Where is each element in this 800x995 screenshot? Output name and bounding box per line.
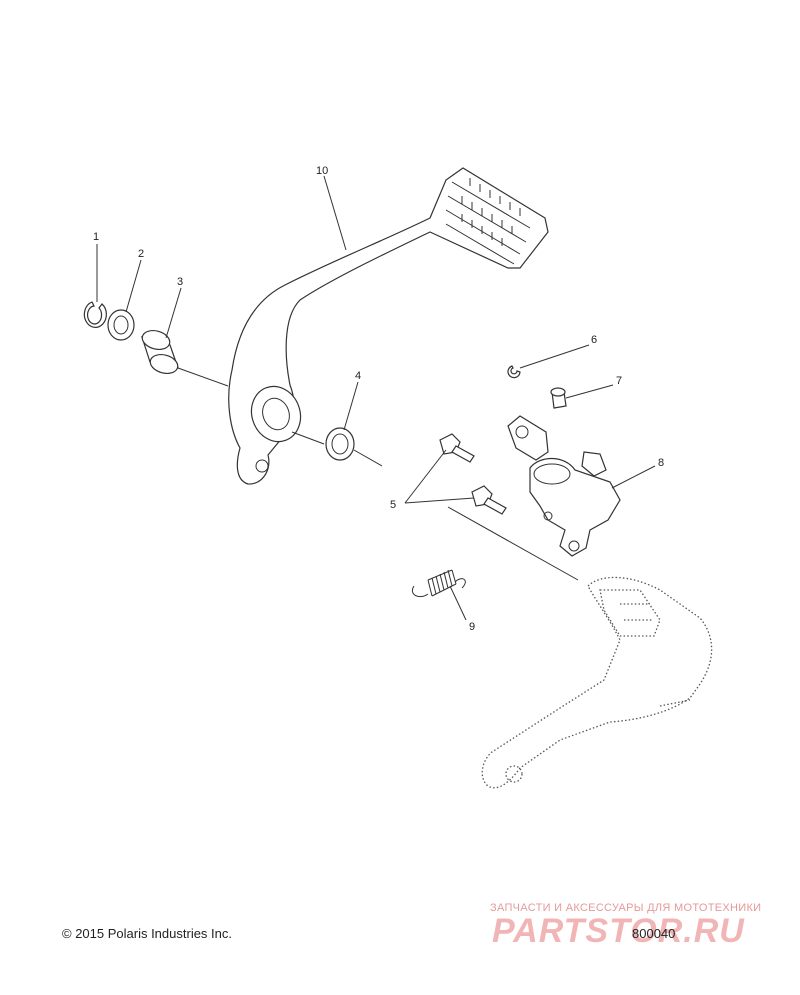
copyright-notice: © 2015 Polaris Industries Inc.: [62, 926, 232, 941]
frame-bracket-reference: [481, 576, 713, 789]
callout-3: 3: [177, 276, 183, 288]
part-7-pin: [550, 387, 567, 409]
drawing-number: 800040: [632, 926, 676, 941]
part-10-brake-pedal: [228, 167, 549, 485]
part-5-bolt-lower: [471, 485, 507, 515]
callout-4: 4: [355, 370, 361, 382]
callout-8: 8: [658, 457, 664, 469]
part-3-bushing: [141, 329, 229, 387]
callout-9: 9: [469, 621, 475, 633]
part-9-spring: [412, 569, 466, 598]
callout-6: 6: [591, 334, 597, 346]
part-5-bolt-upper: [439, 433, 475, 463]
callout-5: 5: [390, 499, 396, 511]
callout-7: 7: [616, 375, 622, 387]
part-2-washer: [107, 309, 135, 341]
part-4-washer: [325, 427, 383, 467]
callout-2: 2: [138, 248, 144, 260]
part-6-clip: [507, 365, 521, 379]
watermark-site-logo: PARTSTOR.RU: [492, 912, 745, 950]
callout-10: 10: [316, 165, 328, 177]
callout-1: 1: [93, 231, 99, 243]
leader-lines: [96, 175, 656, 621]
part-1-clip: [83, 301, 107, 328]
watermark-tagline: ЗАПЧАСТИ И АКСЕССУАРЫ ДЛЯ МОТОТЕХНИКИ: [490, 902, 762, 914]
part-8-master-cylinder: [507, 415, 621, 557]
